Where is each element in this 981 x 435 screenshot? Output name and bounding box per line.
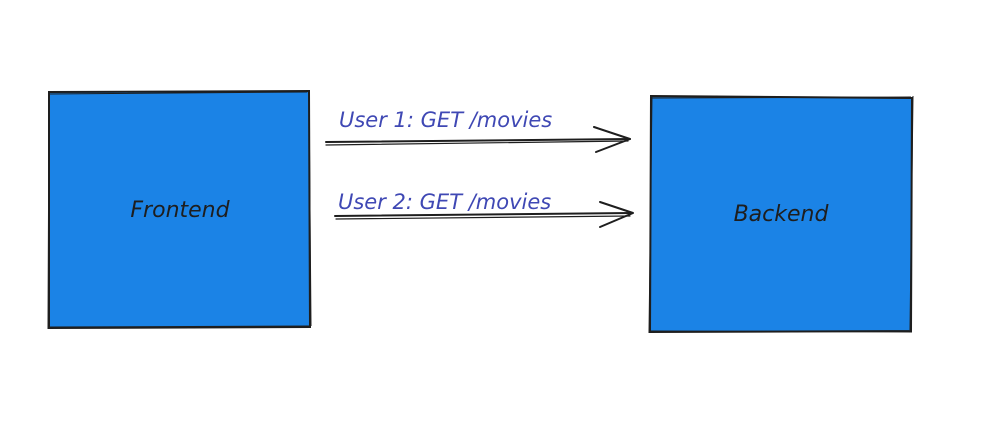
frontend-box: [48, 89, 312, 330]
arrow-1-label: User 1: GET /movies: [339, 108, 552, 132]
backend-label: Backend: [734, 202, 830, 227]
backend-box-sketch-stroke: [648, 94, 914, 334]
frontend-box-sketch-stroke: [47, 89, 312, 330]
arrow-1-shaft-sketch: [325, 140, 629, 146]
frontend-node[interactable]: Frontend: [47, 89, 312, 330]
arrow-1-shaft: [325, 138, 631, 143]
backend-node[interactable]: Backend: [648, 94, 914, 334]
request-arrow-user-2[interactable]: User 2: GET /movies: [334, 190, 634, 228]
arrow-2-head: [599, 201, 634, 228]
arrow-2-label: User 2: GET /movies: [338, 190, 551, 214]
arrow-2-shaft: [334, 212, 633, 217]
arrow-1-head: [593, 126, 631, 153]
request-arrow-user-1[interactable]: User 1: GET /movies: [325, 108, 631, 153]
frontend-label: Frontend: [130, 198, 230, 223]
arrow-2-shaft-sketch: [335, 215, 631, 220]
